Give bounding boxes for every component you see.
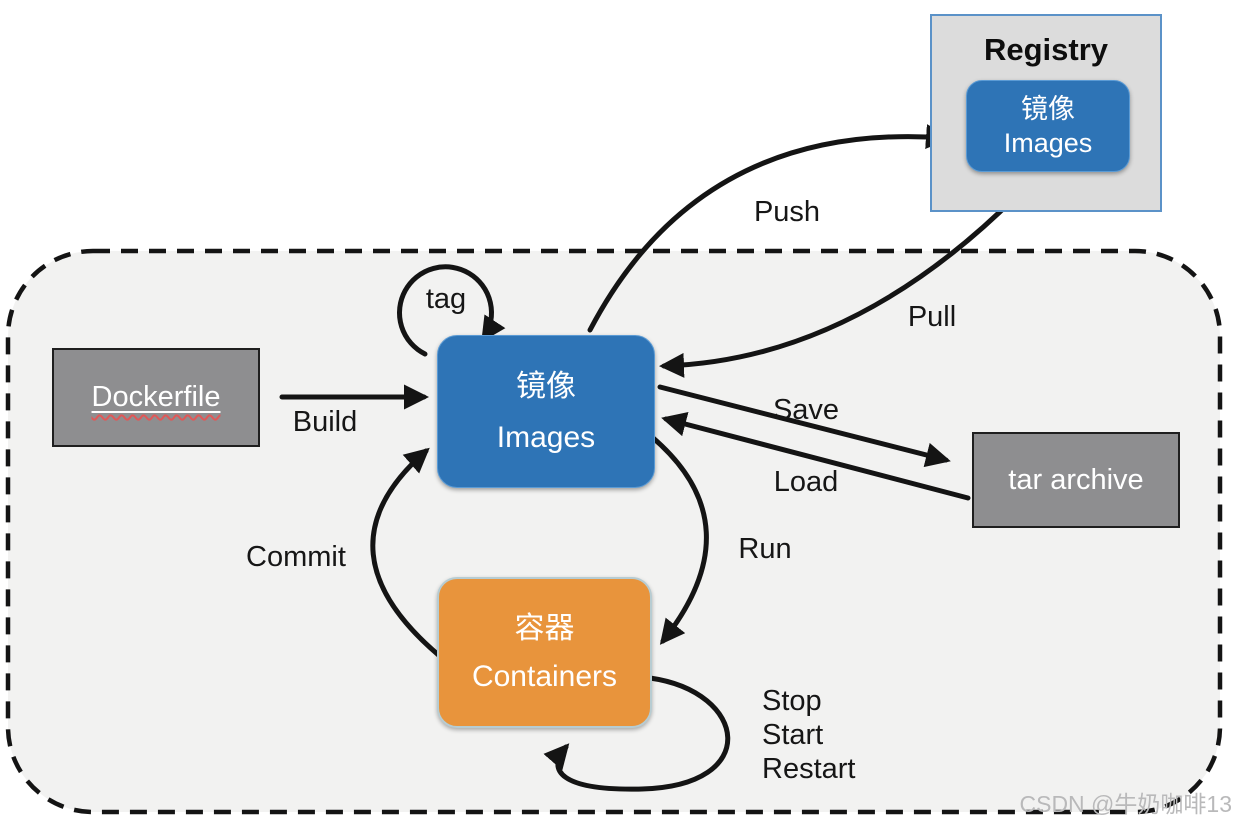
pull-arrow bbox=[659, 177, 1035, 378]
build-edge-label: Build bbox=[292, 406, 358, 438]
save-edge-label: Save bbox=[772, 394, 840, 426]
csdn-watermark: CSDN @牛奶咖啡13 bbox=[1019, 791, 1233, 817]
push-arrow bbox=[587, 124, 951, 333]
save-arrow bbox=[657, 384, 951, 468]
run-edge-label: Run bbox=[738, 533, 792, 565]
containers-label-en: Containers bbox=[471, 659, 618, 693]
lifecycle-edge-labels: Stop Start Restart bbox=[762, 684, 922, 786]
tag-loop-arrow bbox=[397, 264, 506, 357]
registry-images-label-zh: 镜像 bbox=[1021, 94, 1075, 124]
containers-label-zh: 容器 bbox=[514, 611, 575, 645]
tar-archive-node: tar archive bbox=[972, 432, 1180, 528]
registry-images-node: 镜像 Images bbox=[966, 80, 1130, 172]
stop-edge-label: Stop bbox=[762, 685, 822, 717]
start-edge-label: Start bbox=[762, 719, 824, 751]
load-edge-label: Load bbox=[773, 466, 839, 498]
commit-arrow bbox=[370, 447, 450, 665]
tar-archive-label: tar archive bbox=[1008, 463, 1144, 496]
images-node: 镜像 Images bbox=[437, 335, 655, 488]
stop-start-restart-loop-arrow bbox=[543, 675, 731, 792]
load-arrow bbox=[661, 411, 971, 501]
pull-edge-label: Pull bbox=[907, 301, 957, 333]
commit-edge-label: Commit bbox=[246, 541, 346, 573]
dockerfile-label: Dockerfile bbox=[91, 381, 221, 413]
registry-title: Registry bbox=[983, 32, 1109, 67]
tag-edge-label: tag bbox=[425, 283, 467, 315]
dockerfile-node: Dockerfile bbox=[52, 348, 260, 447]
images-label-en: Images bbox=[496, 420, 596, 454]
push-edge-label: Push bbox=[753, 196, 821, 228]
images-label-zh: 镜像 bbox=[516, 369, 576, 403]
host-dashed-boundary bbox=[5, 248, 1223, 815]
restart-edge-label: Restart bbox=[762, 753, 856, 785]
registry-images-label-en: Images bbox=[1003, 128, 1093, 158]
run-arrow bbox=[649, 434, 709, 645]
containers-node: 容器 Containers bbox=[437, 577, 652, 728]
